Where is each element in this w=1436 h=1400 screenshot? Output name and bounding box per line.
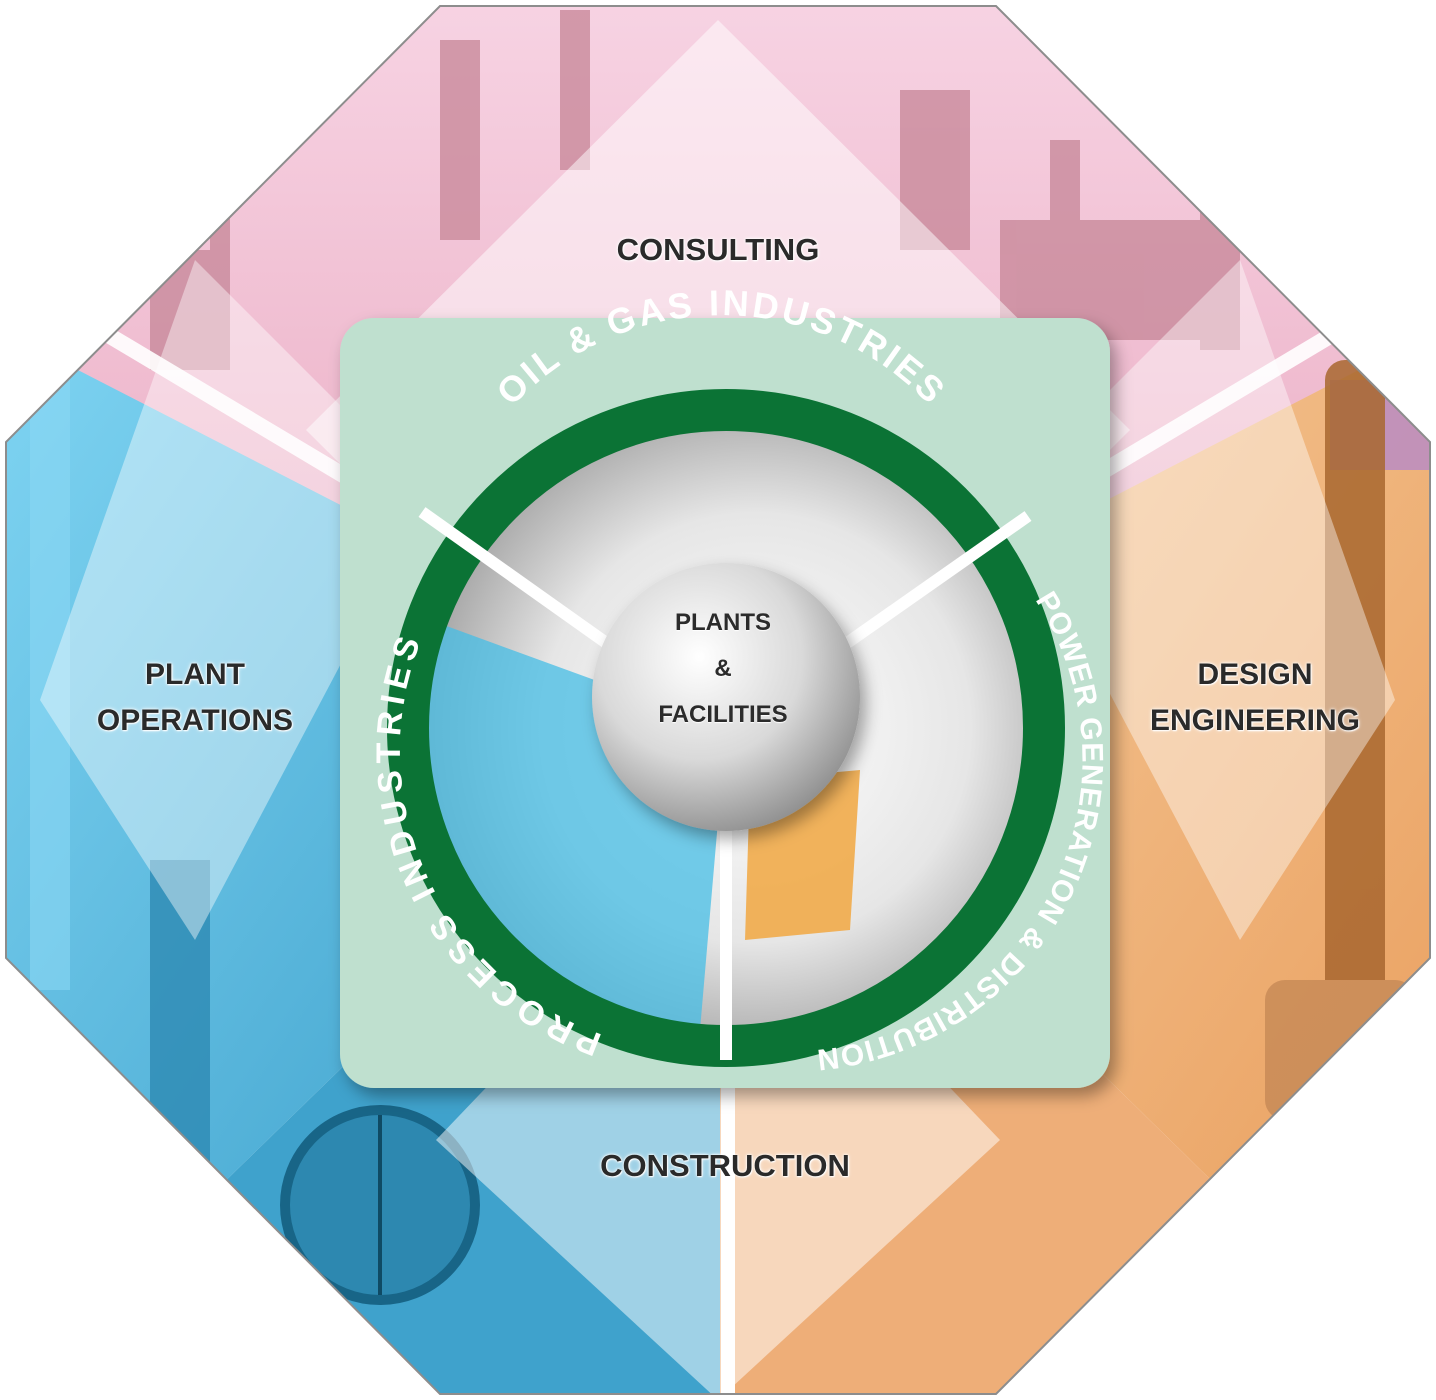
- hub-label: PLANTS & FACILITIES: [592, 600, 854, 738]
- hub-label-line3: FACILITIES: [658, 701, 788, 728]
- hub-label-line2: &: [714, 655, 732, 682]
- label-plant-operations: PLANT OPERATIONS: [40, 652, 350, 744]
- diamond-plant-operations: [40, 260, 430, 940]
- label-construction: CONSTRUCTION: [600, 1148, 850, 1183]
- label-design-engineering-line1: DESIGN: [1197, 658, 1313, 691]
- hub-sphere: [592, 563, 860, 831]
- label-consulting: CONSULTING: [616, 232, 820, 267]
- label-design-engineering: DESIGN ENGINEERING: [1100, 652, 1410, 744]
- label-design-engineering-line2: ENGINEERING: [1149, 704, 1361, 737]
- hub-label-line1: PLANTS: [675, 609, 771, 636]
- label-plant-operations-line1: PLANT: [145, 658, 245, 691]
- label-plant-operations-line2: OPERATIONS: [96, 704, 294, 737]
- octagon-border: [5, 5, 1431, 1395]
- diamond-construction: [436, 845, 1000, 1394]
